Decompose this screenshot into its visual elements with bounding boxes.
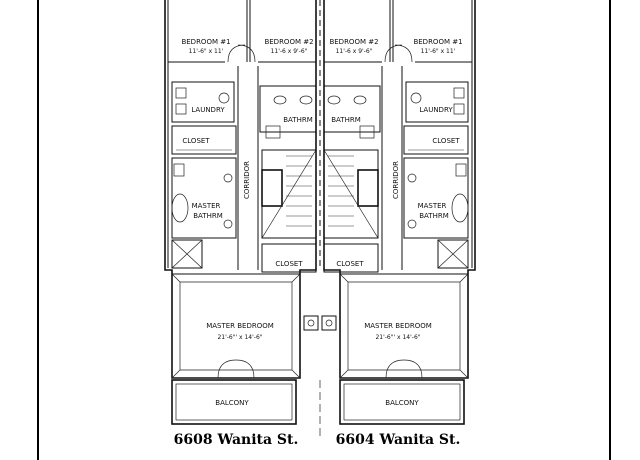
- left-master-bathrm-label-2: BATHRM: [193, 212, 223, 220]
- right-master-bedroom-dim: 21'-6"' x 14'-6": [375, 334, 420, 341]
- right-bedroom1-dim: 11'-6" x 11': [421, 48, 456, 55]
- right-bedroom1-label: BEDROOM #1: [413, 38, 462, 46]
- right-closet-lower-label: CLOSET: [336, 260, 364, 268]
- address-left: 6608 Wanita St.: [174, 432, 299, 448]
- left-bedroom1-label: BEDROOM #1: [181, 38, 230, 46]
- unit-left: [164, 0, 317, 425]
- unit-right: [323, 0, 476, 425]
- left-master-bathrm-label-1: MASTER: [192, 202, 221, 210]
- right-corridor-label: CORRIDOR: [392, 161, 400, 199]
- left-corridor-label: CORRIDOR: [243, 161, 251, 199]
- address-right: 6604 Wanita St.: [336, 432, 461, 448]
- right-bedroom2-dim: 11'-6 x 9'-6": [336, 48, 373, 55]
- left-balcony-label: BALCONY: [215, 399, 249, 407]
- left-laundry-label: LAUNDRY: [191, 106, 225, 114]
- right-closet-upper-label: CLOSET: [432, 137, 460, 145]
- left-bathrm-label: BATHRM: [283, 116, 313, 124]
- left-bedroom1-dim: 11'-6" x 11': [189, 48, 224, 55]
- right-laundry-label: LAUNDRY: [419, 106, 453, 114]
- left-closet-upper-label: CLOSET: [182, 137, 210, 145]
- left-bedroom2-label: BEDROOM #2: [264, 38, 313, 46]
- left-master-bedroom-dim: 21'-6"' x 14'-6": [217, 334, 262, 341]
- right-bedroom2-label: BEDROOM #2: [329, 38, 378, 46]
- right-master-bedroom-label: MASTER BEDROOM: [364, 322, 432, 330]
- right-master-bathrm-label-2: BATHRM: [419, 212, 449, 220]
- right-balcony-label: BALCONY: [385, 399, 419, 407]
- left-master-bedroom-label: MASTER BEDROOM: [206, 322, 274, 330]
- right-master-bathrm-label-1: MASTER: [418, 202, 447, 210]
- left-bedroom2-dim: 11'-6 x 9'-6": [271, 48, 308, 55]
- right-bathrm-label: BATHRM: [331, 116, 361, 124]
- left-closet-lower-label: CLOSET: [275, 260, 303, 268]
